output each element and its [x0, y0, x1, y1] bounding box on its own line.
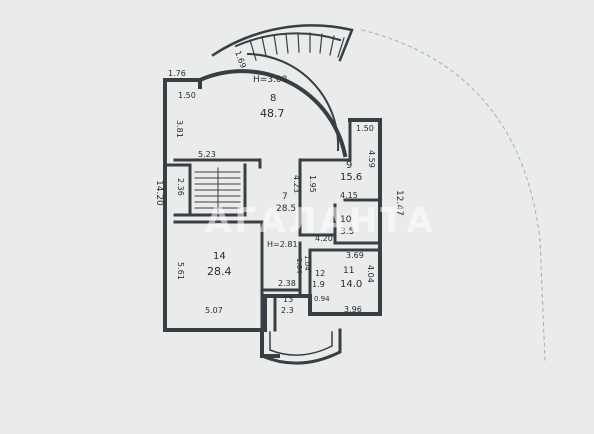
- dim-stair-top: 1.69: [233, 50, 248, 70]
- dim-small-a: 1.64: [295, 258, 303, 274]
- dim-corridor-b: 1.95: [308, 175, 317, 193]
- room-8-area: 48.7: [260, 107, 285, 120]
- dim-small-c: 0.94: [314, 295, 330, 303]
- room-13-area: 2.3: [281, 306, 294, 315]
- dim-hall-bottom: 5.23: [198, 150, 216, 159]
- dim-stair-width: 2.36: [176, 178, 185, 196]
- dim-right-total: 12.47: [394, 190, 404, 216]
- room-10-area: 3.5: [340, 227, 354, 237]
- dim-room14-bottom: 5.07: [205, 306, 223, 315]
- dim-small-d: 1.04: [303, 255, 311, 271]
- room-10-id: 10: [340, 215, 352, 225]
- dim-room11-top: 3.69: [346, 251, 364, 260]
- room-8-id: 8: [270, 93, 276, 104]
- ceiling-height: H=3.08: [253, 75, 288, 85]
- dim-room11-height: 4.04: [366, 265, 375, 283]
- room-9-id: 9: [346, 160, 352, 171]
- terrace-line: [361, 29, 546, 361]
- dim-hall-upper-left: 1.50: [178, 91, 196, 100]
- dim-corridor-a: 4.23: [292, 175, 301, 193]
- room-11-area: 14.0: [340, 279, 362, 290]
- watermark: АГАЛАНТА: [205, 201, 436, 241]
- hall-arc-inner: [246, 52, 340, 152]
- bottom-bay-inner: [269, 331, 333, 356]
- dim-room9-height: 4.59: [367, 150, 376, 168]
- dim-small-b: 2.38: [278, 279, 296, 288]
- stair-arc-outer: [211, 24, 354, 62]
- dim-room14-height: 5.61: [176, 262, 185, 280]
- room-9-area: 15.6: [340, 172, 362, 183]
- room-12-area: 1.9: [312, 280, 325, 289]
- dim-ceiling-lower: H=2.81: [267, 240, 298, 249]
- dim-room9-top: 1.50: [356, 124, 374, 133]
- stair-rect-steps: [194, 167, 241, 213]
- dim-hall-left-height: 3.81: [175, 120, 184, 138]
- dim-upper-left: 1.76: [168, 69, 186, 78]
- room-14-id: 14: [213, 251, 226, 262]
- room-7-id: 7: [282, 192, 288, 202]
- dim-total-height: 14.20: [154, 180, 164, 206]
- dim-room11-bottom: 3.96: [344, 305, 362, 314]
- interior-walls: [163, 118, 382, 332]
- room-13-id: 13: [283, 295, 293, 304]
- room-11-id: 11: [343, 266, 354, 276]
- dim-room9-bottom: 4.15: [340, 191, 358, 200]
- room-12-id: 12: [315, 269, 325, 278]
- room-7-area: 28.5: [276, 204, 296, 214]
- dim-room10-bottom: 4.20: [315, 234, 333, 243]
- stair-steps: [249, 32, 345, 61]
- bottom-bay: [260, 328, 342, 365]
- stair-arc-inner: [234, 32, 342, 48]
- room-14-area: 28.4: [207, 265, 232, 278]
